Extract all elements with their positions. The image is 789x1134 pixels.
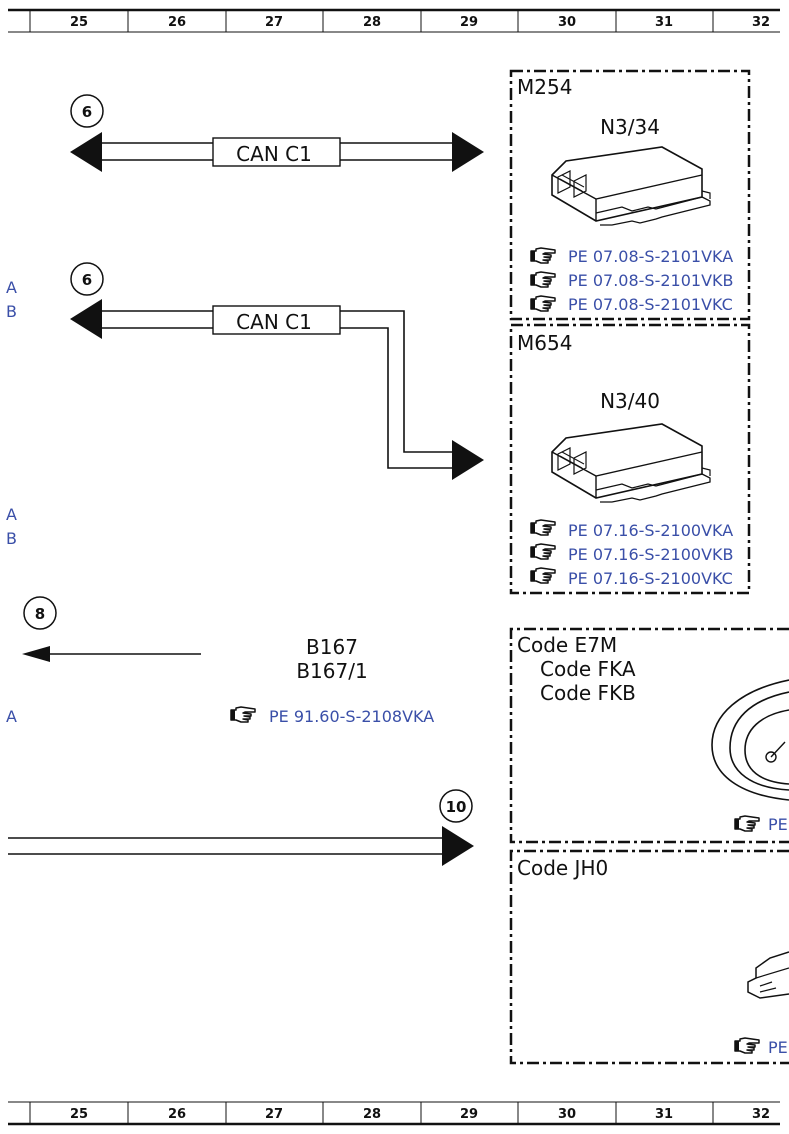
module-title: M654 xyxy=(517,331,572,355)
grid-column-number: 29 xyxy=(460,15,478,30)
grid-column-number: 32 xyxy=(752,15,770,30)
pointing-hand-icon xyxy=(230,706,256,723)
reference-link[interactable]: PE 07.08-S-2101VKA xyxy=(568,247,733,266)
arrow-head-icon xyxy=(452,132,484,172)
instrument-gauge-icon xyxy=(711,679,789,801)
control-unit-icon xyxy=(551,423,711,503)
arrow-head-icon xyxy=(22,646,50,662)
connector-circle[interactable]: 6 xyxy=(70,262,104,296)
module-title: Code JH0 xyxy=(517,856,608,880)
pointing-hand-icon xyxy=(530,543,556,560)
pointing-hand-icon xyxy=(734,815,760,832)
grid-column-number: 27 xyxy=(265,15,283,30)
code-label: Code FKA xyxy=(540,657,636,681)
bus-line-10 xyxy=(8,826,474,866)
pointing-hand-icon xyxy=(530,519,556,536)
margin-link[interactable]: A xyxy=(6,707,17,726)
module-code-jh0: Code JH0 PE xyxy=(509,849,789,1065)
bus-label: CAN C1 xyxy=(236,310,312,334)
grid-column-number: 30 xyxy=(558,15,576,30)
pointing-hand-icon xyxy=(530,295,556,312)
connector-circle[interactable]: 10 xyxy=(439,789,473,823)
arrow-head-icon xyxy=(452,440,484,480)
reference-link[interactable]: PE 07.08-S-2101VKB xyxy=(568,271,733,290)
pointing-hand-icon xyxy=(530,247,556,264)
reference-link[interactable]: PE 07.16-S-2100VKA xyxy=(568,521,733,540)
reference-link[interactable]: PE 91.60-S-2108VKA xyxy=(269,707,434,726)
bus-label-box xyxy=(212,137,341,167)
bus-label: CAN C1 xyxy=(236,142,312,166)
grid-column-number: 26 xyxy=(168,1107,186,1122)
arrow-head-icon xyxy=(70,299,102,339)
connector-number: 6 xyxy=(82,271,92,289)
grid-column-number: 31 xyxy=(655,1107,673,1122)
grid-column-number: 29 xyxy=(460,1107,478,1122)
module-m654: M654 N3/40 PE 07.16-S-2100VKA PE 07.16-S… xyxy=(509,323,751,595)
grid-column-number: 32 xyxy=(752,1107,770,1122)
reference-link[interactable]: PE 07.16-S-2100VKC xyxy=(568,569,733,588)
connector-number: 8 xyxy=(35,605,45,623)
grid-column-number: 30 xyxy=(558,1107,576,1122)
pointing-hand-icon xyxy=(734,1037,760,1054)
grid-column-number: 25 xyxy=(70,15,88,30)
connector-number: 6 xyxy=(82,103,92,121)
module-code-e7m: Code E7M Code FKA Code FKB PE xyxy=(509,627,789,844)
grid-column-number: 28 xyxy=(363,1107,381,1122)
reference-link[interactable]: PE 07.16-S-2100VKB xyxy=(568,545,733,564)
margin-link[interactable]: A xyxy=(6,505,17,524)
can-bus-top: CAN C1 xyxy=(70,132,484,172)
margin-link[interactable]: B xyxy=(6,529,17,548)
module-title: M254 xyxy=(517,75,572,99)
b167-signal-line xyxy=(22,646,201,662)
module-m254: M254 N3/34 PE 07.08-S-2101VKA PE 07.08-S… xyxy=(509,69,751,321)
pointing-hand-icon xyxy=(530,567,556,584)
margin-link[interactable]: B xyxy=(6,302,17,321)
connector-number: 10 xyxy=(446,798,467,816)
component-name: N3/40 xyxy=(600,389,660,413)
reference-link[interactable]: PE xyxy=(768,815,788,834)
arrow-head-icon xyxy=(442,826,474,866)
grid-column-number: 27 xyxy=(265,1107,283,1122)
grid-column-number: 31 xyxy=(655,15,673,30)
grid-column-number: 25 xyxy=(70,1107,88,1122)
can-bus-middle: CAN C1 xyxy=(70,299,484,480)
control-unit-icon xyxy=(747,951,789,999)
reference-link[interactable]: PE xyxy=(768,1038,788,1057)
margin-link[interactable]: A xyxy=(6,278,17,297)
component-name: B167/1 xyxy=(296,659,367,683)
arrow-head-icon xyxy=(70,132,102,172)
bottom-grid-ruler: 25 26 27 28 29 30 31 32 xyxy=(8,1101,780,1126)
code-label: Code FKB xyxy=(540,681,636,705)
grid-column-number: 28 xyxy=(363,15,381,30)
top-grid-ruler: 25 26 27 28 29 30 31 32 xyxy=(8,8,780,33)
bus-label-box xyxy=(212,305,341,335)
pointing-hand-icon xyxy=(530,271,556,288)
connector-circle[interactable]: 6 xyxy=(70,94,104,128)
grid-column-number: 26 xyxy=(168,15,186,30)
code-label: Code E7M xyxy=(517,633,617,657)
control-unit-icon xyxy=(551,146,711,226)
connector-circle[interactable]: 8 xyxy=(23,596,57,630)
component-name: N3/34 xyxy=(600,115,660,139)
reference-link[interactable]: PE 07.08-S-2101VKC xyxy=(568,295,733,314)
component-name: B167 xyxy=(306,635,358,659)
